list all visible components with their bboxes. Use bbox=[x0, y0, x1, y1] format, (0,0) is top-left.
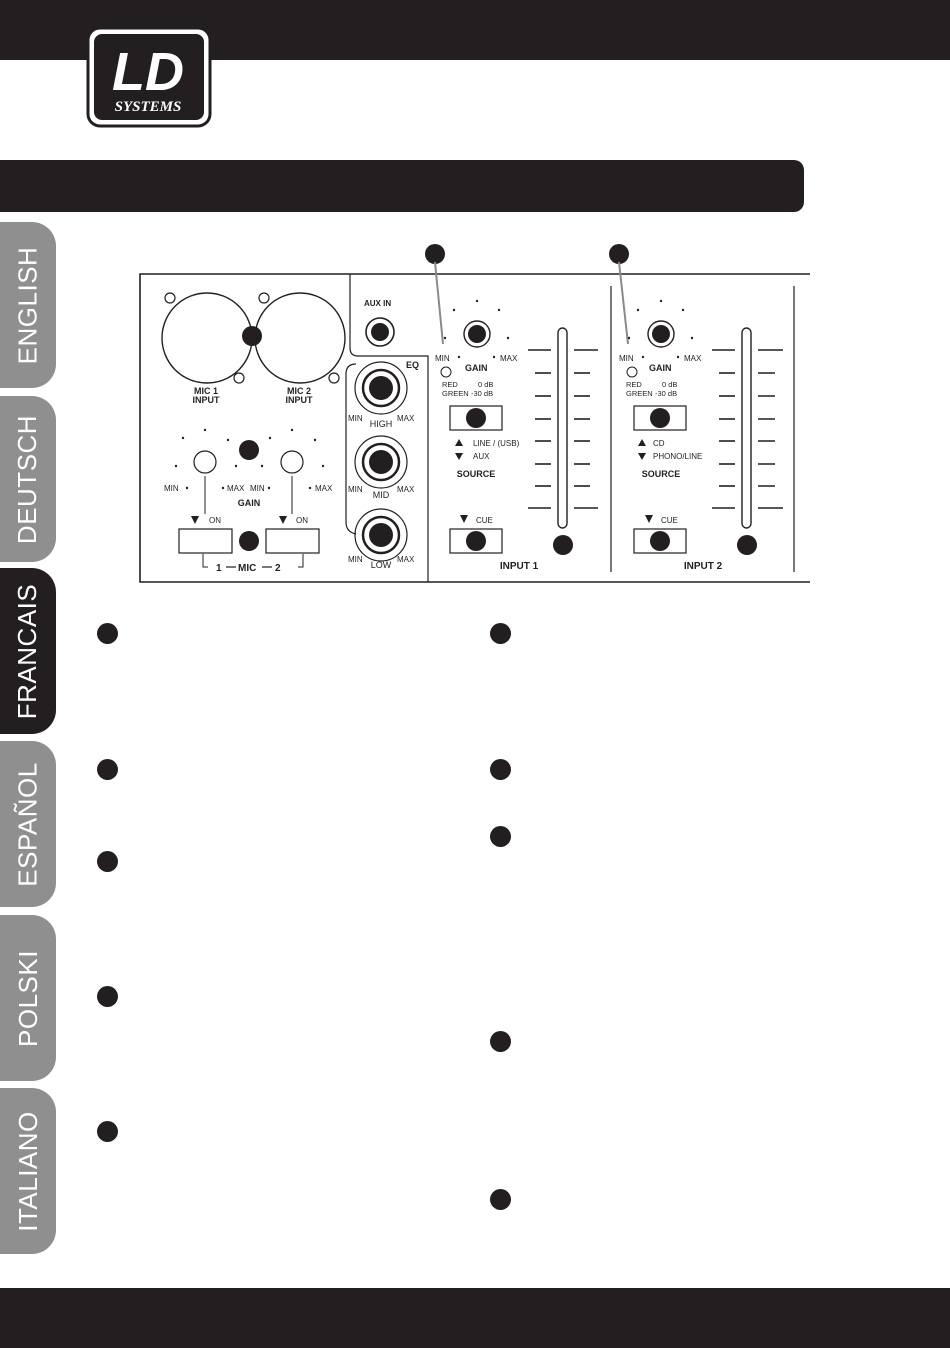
svg-text:MIC 2: MIC 2 bbox=[287, 386, 311, 396]
svg-text:CUE: CUE bbox=[661, 516, 678, 525]
svg-text:GAIN: GAIN bbox=[465, 363, 488, 373]
input2-cue-button bbox=[633, 528, 687, 554]
input1-fader bbox=[557, 327, 568, 529]
callout-marker bbox=[609, 244, 629, 264]
tab-label: ENGLISH bbox=[12, 246, 43, 364]
mic2-on-button bbox=[265, 528, 320, 554]
tab-english[interactable]: ENGLISH bbox=[0, 222, 56, 388]
input2-gain-knob bbox=[647, 320, 675, 348]
item-marker bbox=[97, 623, 118, 644]
svg-text:MIN: MIN bbox=[250, 484, 265, 493]
mic1-on-button bbox=[178, 528, 233, 554]
input2-fader bbox=[741, 327, 752, 529]
item-marker bbox=[97, 851, 118, 872]
item-marker bbox=[490, 623, 511, 644]
svg-text:PHONO/LINE: PHONO/LINE bbox=[653, 452, 702, 461]
eq-mid-knob bbox=[361, 442, 401, 482]
svg-text:LINE / (USB): LINE / (USB) bbox=[473, 439, 520, 448]
tab-label: ESPAÑOL bbox=[12, 761, 43, 887]
item-marker bbox=[97, 1121, 118, 1142]
svg-text:RED: RED bbox=[442, 380, 458, 389]
svg-text:SOURCE: SOURCE bbox=[642, 469, 681, 479]
tab-label: ITALIANO bbox=[12, 1110, 43, 1232]
svg-text:MAX: MAX bbox=[397, 414, 415, 423]
input1-source-switch bbox=[449, 405, 503, 431]
svg-text:GREEN: GREEN bbox=[442, 389, 469, 398]
svg-text:2: 2 bbox=[275, 563, 281, 574]
tab-polski[interactable]: POLSKI bbox=[0, 915, 56, 1081]
section-header-bar bbox=[0, 160, 804, 212]
svg-text:AUX IN: AUX IN bbox=[364, 299, 391, 308]
svg-text:INPUT: INPUT bbox=[193, 395, 221, 405]
input1-led bbox=[440, 366, 452, 378]
bottom-bar bbox=[0, 1288, 950, 1348]
eq-high-knob bbox=[361, 368, 401, 408]
svg-text:GAIN: GAIN bbox=[238, 498, 261, 508]
svg-text:MIN: MIN bbox=[435, 354, 450, 363]
svg-text:MAX: MAX bbox=[397, 555, 415, 564]
tab-label: POLSKI bbox=[12, 949, 43, 1047]
svg-text:HIGH: HIGH bbox=[370, 419, 393, 429]
svg-text:MIN: MIN bbox=[164, 484, 179, 493]
tab-label: DEUTSCH bbox=[12, 414, 43, 544]
svg-text:LOW: LOW bbox=[371, 560, 392, 570]
svg-text:MIN: MIN bbox=[348, 485, 363, 494]
svg-text:GREEN: GREEN bbox=[626, 389, 653, 398]
mixer-panel-diagram: MIC 1 INPUT MIC 2 INPUT MIN MAX MIN MAX … bbox=[139, 244, 810, 583]
item-marker bbox=[490, 1031, 511, 1052]
svg-text:1: 1 bbox=[216, 563, 222, 574]
svg-text:0 dB: 0 dB bbox=[662, 380, 677, 389]
svg-text:RED: RED bbox=[626, 380, 642, 389]
svg-text:MID: MID bbox=[373, 490, 390, 500]
svg-text:CUE: CUE bbox=[476, 516, 493, 525]
tab-espanol[interactable]: ESPAÑOL bbox=[0, 741, 56, 907]
input1-gain-knob bbox=[463, 320, 491, 348]
svg-text:MAX: MAX bbox=[684, 354, 702, 363]
tab-deutsch[interactable]: DEUTSCH bbox=[0, 396, 56, 562]
svg-text:-30 dB: -30 dB bbox=[471, 389, 493, 398]
svg-text:LD: LD bbox=[112, 42, 184, 102]
tab-francais[interactable]: FRANCAIS bbox=[0, 568, 56, 734]
svg-text:-30 dB: -30 dB bbox=[655, 389, 677, 398]
tab-label: FRANCAIS bbox=[12, 583, 43, 719]
item-marker bbox=[490, 1189, 511, 1210]
ld-systems-logo: LD SYSTEMS bbox=[86, 26, 212, 128]
input1-cue-button bbox=[449, 528, 503, 554]
callout-marker bbox=[425, 244, 445, 264]
svg-text:MAX: MAX bbox=[227, 484, 245, 493]
svg-text:SYSTEMS: SYSTEMS bbox=[115, 99, 182, 115]
svg-text:MIN: MIN bbox=[619, 354, 634, 363]
eq-low-knob bbox=[361, 515, 401, 555]
mic2-gain-knob bbox=[280, 450, 304, 474]
svg-text:ON: ON bbox=[209, 516, 221, 525]
item-marker bbox=[97, 759, 118, 780]
item-marker bbox=[490, 826, 511, 847]
svg-text:MIC: MIC bbox=[238, 563, 256, 574]
svg-text:INPUT: INPUT bbox=[286, 395, 314, 405]
svg-text:CD: CD bbox=[653, 439, 665, 448]
mic1-gain-knob bbox=[193, 450, 217, 474]
mic2-input-jack bbox=[254, 292, 346, 384]
item-marker bbox=[97, 986, 118, 1007]
svg-text:AUX: AUX bbox=[473, 452, 490, 461]
svg-text:0 dB: 0 dB bbox=[478, 380, 493, 389]
svg-text:MAX: MAX bbox=[397, 485, 415, 494]
svg-text:MIN: MIN bbox=[348, 555, 363, 564]
mic1-input-jack bbox=[161, 292, 253, 384]
svg-text:MIN: MIN bbox=[348, 414, 363, 423]
svg-text:EQ: EQ bbox=[406, 360, 419, 370]
tab-italiano[interactable]: ITALIANO bbox=[0, 1088, 56, 1254]
svg-text:GAIN: GAIN bbox=[649, 363, 672, 373]
svg-text:SOURCE: SOURCE bbox=[457, 469, 496, 479]
item-marker bbox=[490, 759, 511, 780]
svg-text:MAX: MAX bbox=[315, 484, 333, 493]
aux-in-jack bbox=[365, 317, 395, 347]
svg-text:MAX: MAX bbox=[500, 354, 518, 363]
input2-source-switch bbox=[633, 405, 687, 431]
svg-text:INPUT 2: INPUT 2 bbox=[684, 561, 723, 572]
svg-text:MIC 1: MIC 1 bbox=[194, 386, 218, 396]
svg-text:ON: ON bbox=[296, 516, 308, 525]
svg-text:INPUT 1: INPUT 1 bbox=[500, 561, 539, 572]
input2-led bbox=[626, 366, 638, 378]
